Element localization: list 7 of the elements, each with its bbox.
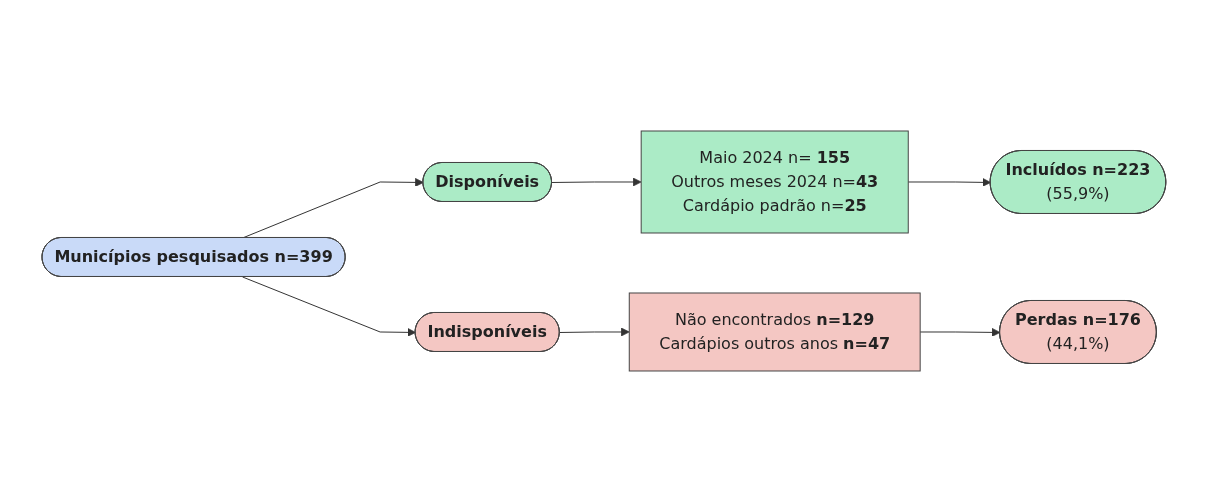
node-box: Não encontrados n=129 Cardápios outros anos n=47 — [628, 292, 921, 371]
arrow — [919, 327, 1001, 337]
node-box: Maio 2024 n= 155 Outros meses 2024 n=43 Cardápio padrão n=25 — [640, 130, 909, 233]
arrow — [551, 177, 642, 186]
arrow — [907, 177, 992, 187]
arrow — [559, 327, 630, 336]
arrow — [242, 276, 417, 337]
